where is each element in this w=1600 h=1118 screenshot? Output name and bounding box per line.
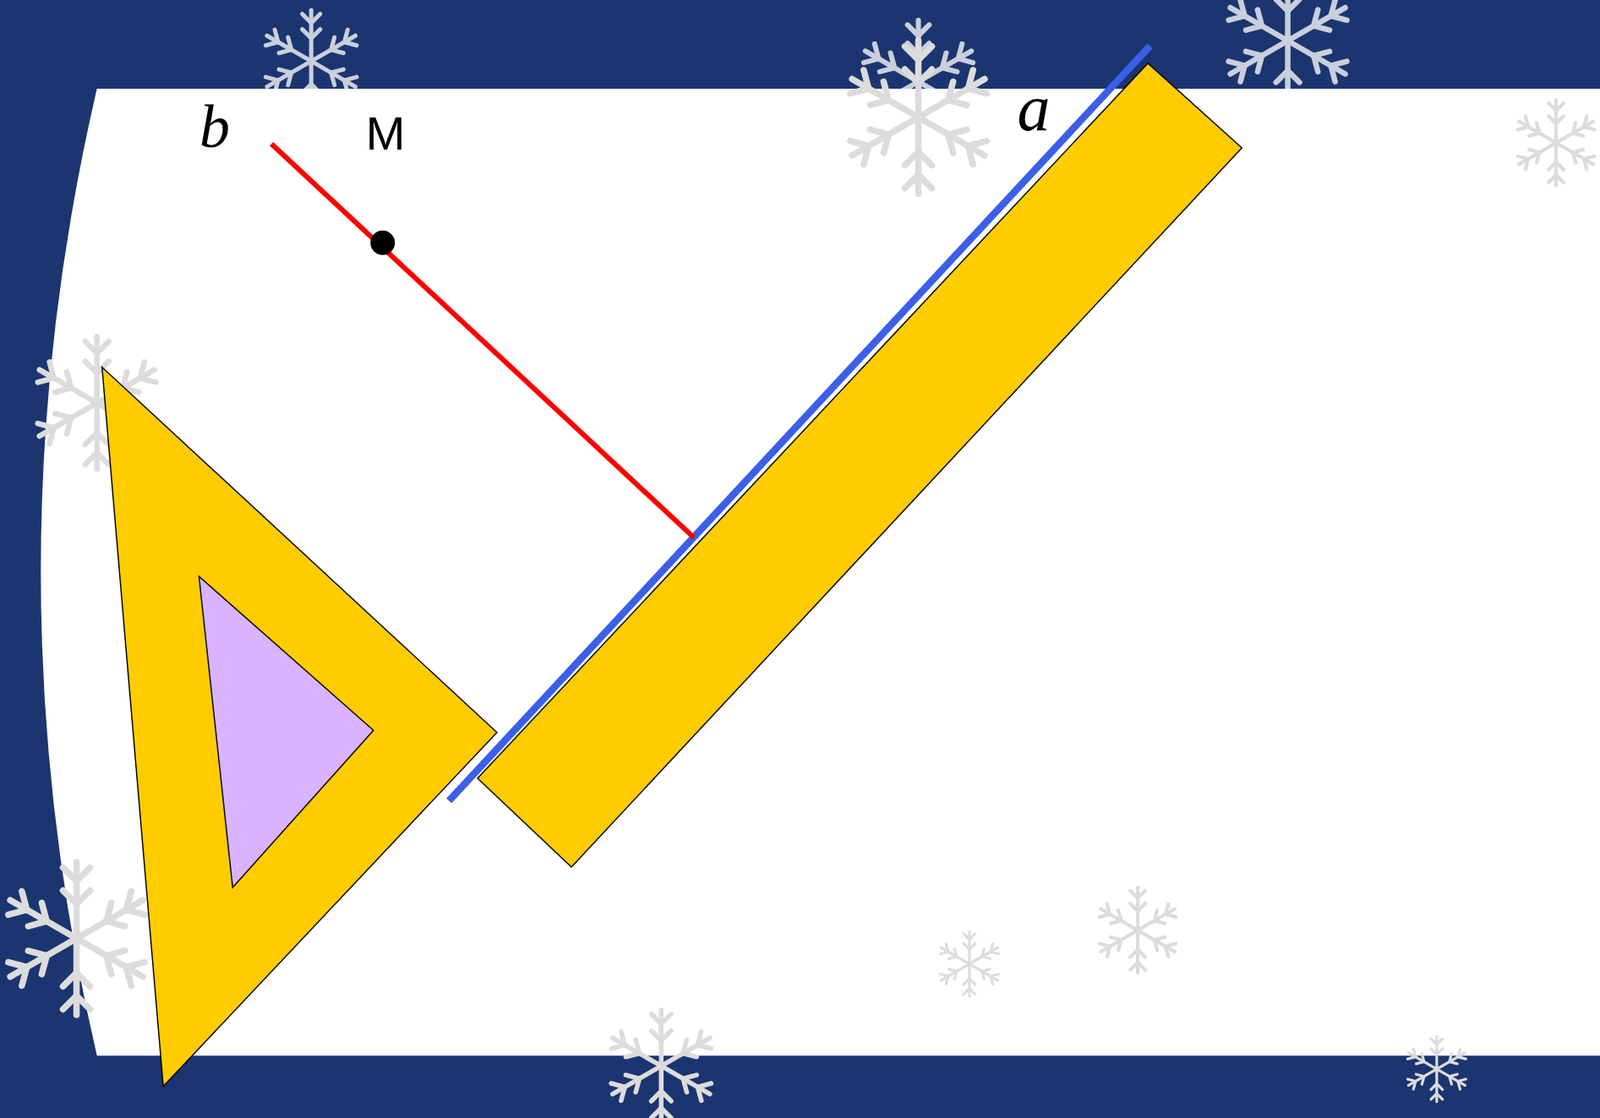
line-b — [271, 143, 694, 538]
snowflake — [611, 1010, 711, 1118]
set-square — [102, 367, 497, 1087]
snowflake — [1407, 1036, 1466, 1102]
point-m — [370, 230, 395, 256]
line-label: b — [199, 96, 230, 158]
snowflake — [1099, 887, 1176, 973]
snowflakes — [8, 40, 1595, 1118]
point-label: M — [365, 109, 406, 158]
snowflake — [939, 931, 999, 997]
snowflake — [1518, 99, 1595, 186]
snowflake — [8, 862, 145, 1016]
snowflake — [850, 40, 987, 194]
ruler — [477, 63, 1242, 868]
line-a — [448, 45, 1150, 801]
set-square-window — [198, 576, 373, 888]
line-label: a — [1017, 75, 1051, 142]
